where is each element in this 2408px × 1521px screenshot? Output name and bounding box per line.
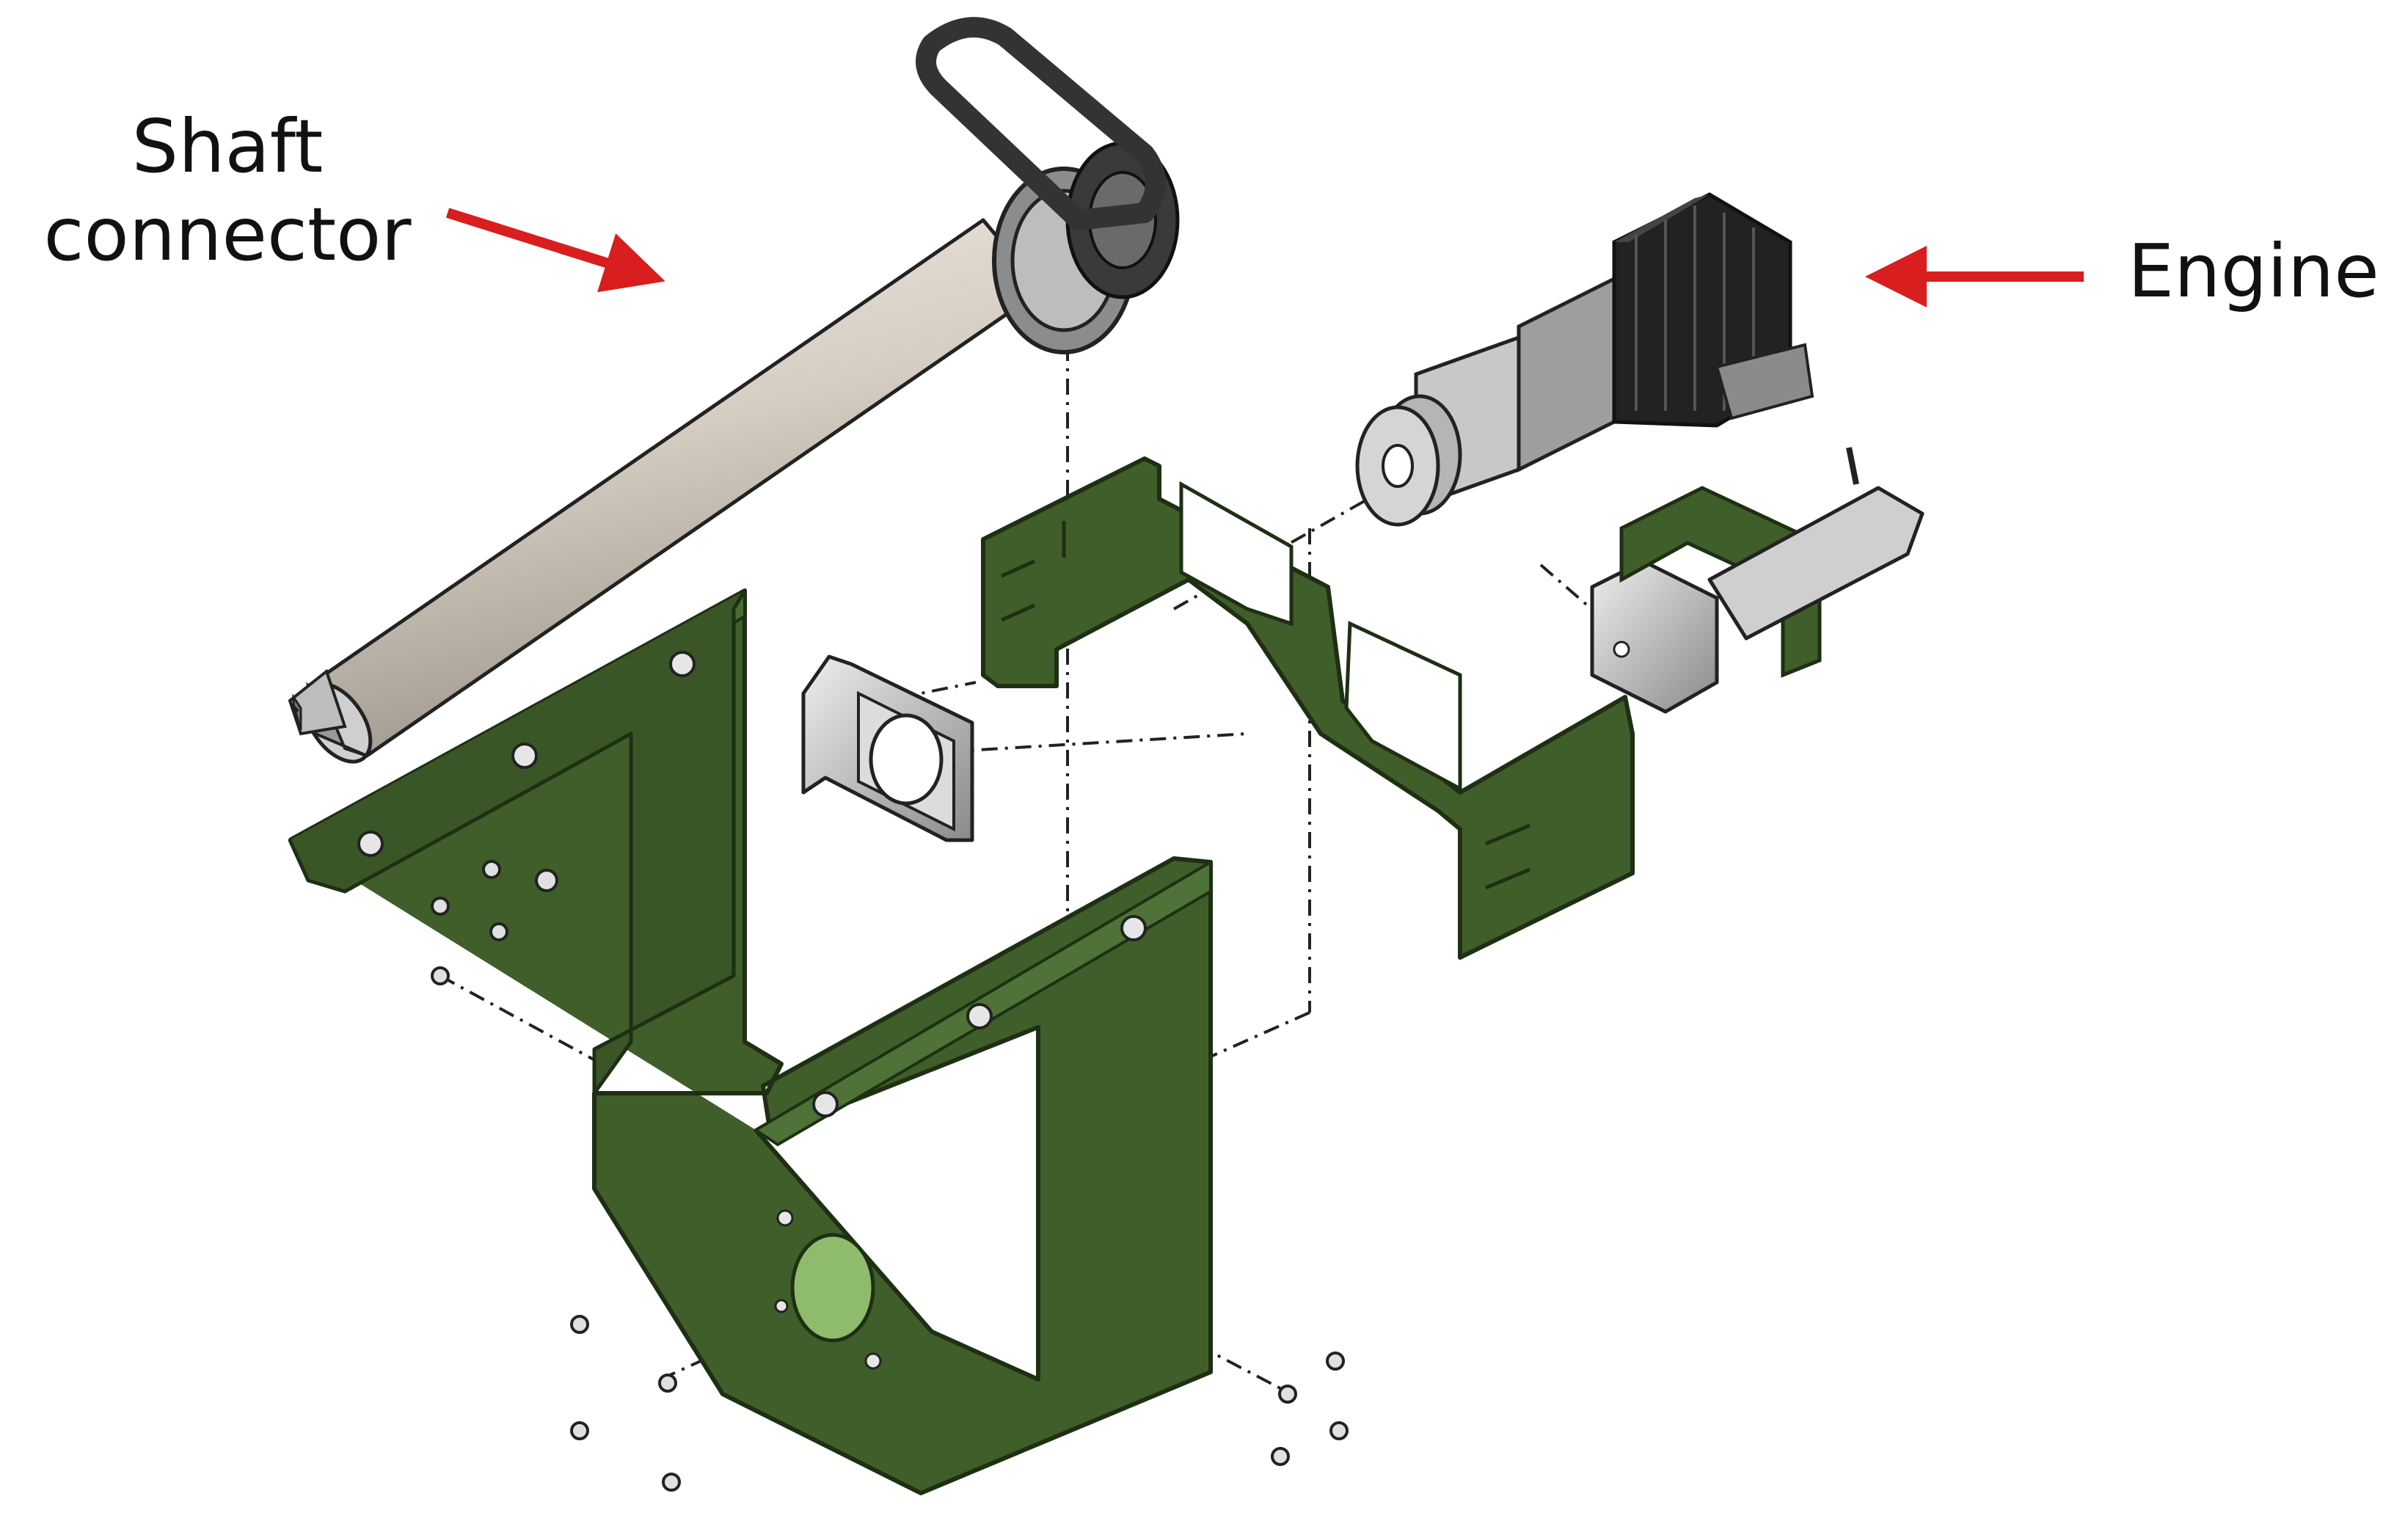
engine-drawing bbox=[1355, 192, 1814, 527]
engine-label: Engine bbox=[2128, 228, 2379, 314]
annotation-arrows bbox=[445, 208, 2084, 307]
sensor-block-drawing bbox=[1590, 447, 1924, 714]
upper-motor-bracket bbox=[981, 456, 1635, 960]
angle-bracket bbox=[801, 654, 974, 842]
shaft-label-line1: Shaft bbox=[131, 103, 324, 189]
main-mounting-bracket bbox=[288, 588, 1213, 1495]
shaft-label-line2: connector bbox=[43, 192, 412, 277]
screws bbox=[431, 860, 1349, 1492]
shaft-arrow bbox=[445, 208, 665, 293]
shaft-connector-drawing bbox=[288, 17, 1180, 764]
shaft-connector-label: Shaft connector bbox=[22, 103, 433, 279]
